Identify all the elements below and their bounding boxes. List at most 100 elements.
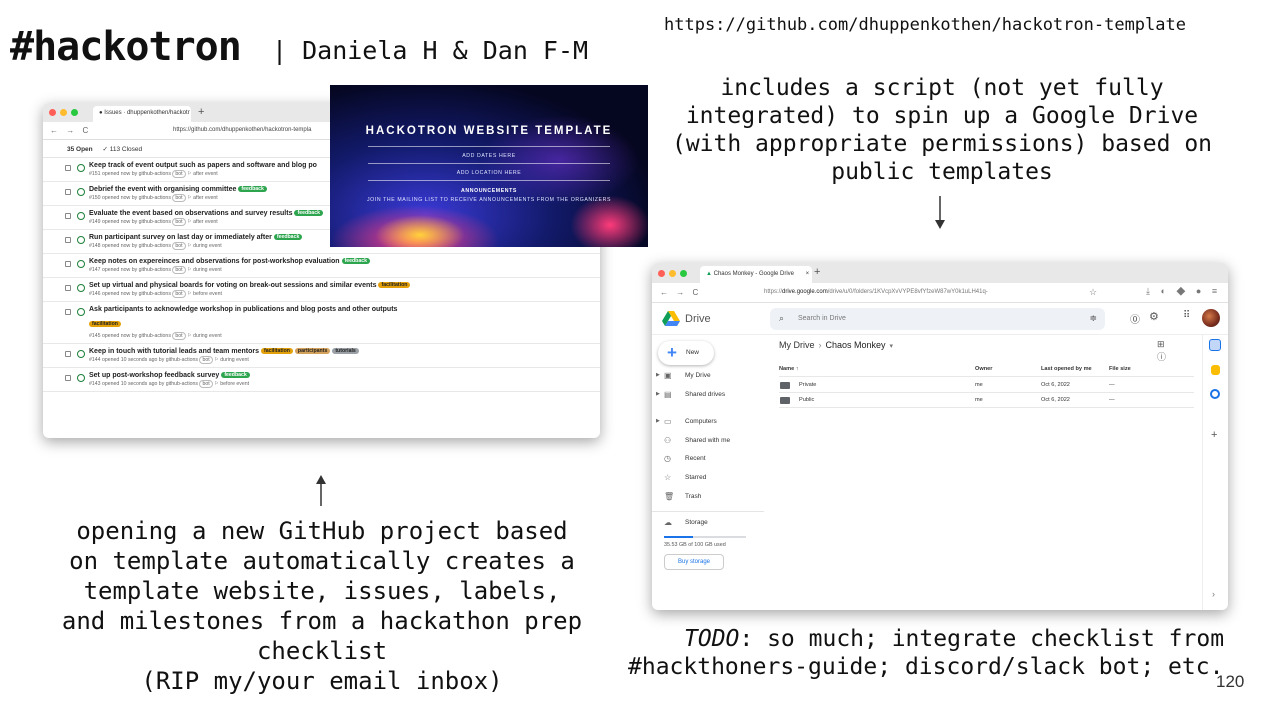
search-options-icon[interactable]: ≑ [1089,313,1097,323]
issue-row[interactable]: Set up virtual and physical boards for v… [43,278,600,302]
help-icon[interactable]: ⓪ [1130,315,1140,326]
view-toggle-icons[interactable]: ⊞ ⓘ [1157,339,1177,362]
issue-row[interactable]: Keep track of event output such as paper… [43,158,600,182]
issue-label[interactable]: feedback [294,210,323,216]
column-owner[interactable]: Owner [975,366,993,372]
issue-milestone[interactable]: after event [193,171,218,177]
issue-label[interactable]: participants [294,348,331,354]
maximize-window-dot[interactable] [680,270,687,277]
issue-row[interactable]: Keep in touch with tutorial leads and te… [43,344,600,368]
row-name[interactable]: Public [799,397,815,403]
apps-grid-icon[interactable]: ⠿ [1183,310,1191,321]
issue-milestone[interactable]: during event [193,267,222,273]
minimize-window-dot[interactable] [669,270,676,277]
sidebar-item-starred[interactable]: ☆ Starred [652,473,764,486]
issue-row[interactable]: Keep notes on expereinces and observatio… [43,254,600,278]
new-tab-button[interactable]: + [198,106,205,118]
issue-label[interactable]: facilitation [89,321,121,327]
issue-title[interactable]: Run participant survey on last day or im… [89,234,272,241]
row-name[interactable]: Private [799,382,817,388]
expand-icon[interactable]: ▶ [656,391,660,397]
buy-storage-button[interactable]: Buy storage [664,554,724,570]
issue-checkbox[interactable] [65,189,71,195]
column-name[interactable]: Name ↑ [779,366,799,372]
issue-row[interactable]: Debrief the event with organising commit… [43,182,600,206]
minimize-window-dot[interactable] [60,109,67,116]
sidebar-item-storage[interactable]: ☁ Storage [652,518,764,531]
add-addon-icon[interactable]: + [1211,429,1218,441]
issue-label[interactable]: facilitation [378,282,411,288]
issue-milestone[interactable]: before event [193,291,222,297]
close-tab-icon[interactable]: × [805,271,810,277]
issue-title[interactable]: Keep in touch with tutorial leads and te… [89,348,259,355]
issue-milestone[interactable]: during event [220,357,249,363]
issue-checkbox[interactable] [65,237,71,243]
new-tab-button[interactable]: + [814,266,821,278]
sidebar-item-my-drive[interactable]: ▶ ▣ My Drive [652,371,764,384]
issue-checkbox[interactable] [65,375,71,381]
issue-checkbox[interactable] [65,213,71,219]
browser-tab-drive[interactable]: ▲ Chaos Monkey - Google Drive × [700,266,812,283]
sidebar-item-recent[interactable]: ◷ Recent [652,454,764,467]
issue-label[interactable]: feedback [221,372,250,378]
issue-title[interactable]: Keep track of event output such as paper… [89,162,317,169]
issue-title[interactable]: Keep notes on expereinces and observatio… [89,258,340,265]
sidebar-item-trash[interactable]: 🗑 Trash [652,492,764,505]
sidebar-item-computers[interactable]: ▶ ▭ Computers [652,417,764,430]
issue-checkbox[interactable] [65,165,71,171]
drive-search-input[interactable]: ⌕ Search in Drive ≑ [770,308,1105,330]
issue-title[interactable]: Evaluate the event based on observations… [89,210,293,217]
website-mailing-list[interactable]: JOIN THE MAILING LIST TO RECEIVE ANNOUNC… [366,197,612,203]
maximize-window-dot[interactable] [71,109,78,116]
calendar-icon[interactable] [1209,339,1221,351]
issue-title[interactable]: Debrief the event with organising commit… [89,186,237,193]
nav-buttons[interactable]: ← → C [50,126,92,135]
close-window-dot[interactable] [49,109,56,116]
issue-row[interactable]: Run participant survey on last day or im… [43,230,600,254]
drive-app-name[interactable]: Drive [685,313,711,325]
extension-icons[interactable]: ⤓ ◐ ◆ ● ≡ [1146,286,1222,296]
issue-milestone[interactable]: after event [193,195,218,201]
issue-milestone[interactable]: before event [220,381,250,387]
keep-icon[interactable] [1211,365,1220,375]
closed-issues-count[interactable]: ✓ 113 Closed [102,146,143,153]
chevron-down-icon[interactable]: ▾ [889,343,894,350]
issue-row[interactable]: Evaluate the event based on observations… [43,206,600,230]
gear-icon[interactable]: ⚙ [1149,311,1159,323]
issue-label[interactable]: facilitation [260,348,293,354]
issue-checkbox[interactable] [65,285,71,291]
sidebar-item-shared-with-me[interactable]: ⚇ Shared with me [652,436,764,449]
issue-title[interactable]: Set up post-workshop feedback survey [89,372,220,379]
sidebar-item-shared-drives[interactable]: ▶ ▤ Shared drives [652,390,764,403]
issue-checkbox[interactable] [65,309,71,315]
issue-milestone[interactable]: during event [193,333,222,339]
issue-checkbox[interactable] [65,351,71,357]
issue-label[interactable]: feedback [273,234,303,240]
issue-label[interactable]: feedback [238,186,267,192]
issue-title[interactable]: Set up virtual and physical boards for v… [89,282,377,289]
bookmark-star-icon[interactable]: ☆ [1089,287,1098,297]
issue-row[interactable]: Ask participants to acknowledge workshop… [43,302,600,344]
new-button[interactable]: + New [658,341,714,365]
issue-milestone[interactable]: during event [193,243,222,249]
url-field[interactable]: https://drive.google.com/drive/u/0/folde… [764,289,988,295]
issue-label[interactable]: tutorials [332,348,359,354]
column-file-size[interactable]: File size [1109,366,1131,372]
chevron-right-icon[interactable]: › [1212,589,1215,599]
tasks-icon[interactable] [1210,389,1220,399]
close-window-dot[interactable] [658,270,665,277]
expand-icon[interactable]: ▶ [656,418,660,424]
breadcrumb-current[interactable]: Chaos Monkey [825,340,886,350]
issue-milestone[interactable]: after event [193,219,218,225]
avatar[interactable] [1202,309,1220,327]
browser-tab-issues[interactable]: ● Issues · dhuppenkothen/hackotr [93,106,191,122]
nav-buttons[interactable]: ← → C [660,288,702,297]
issue-label[interactable]: feedback [341,258,370,264]
column-last-opened[interactable]: Last opened by me [1041,366,1092,372]
open-issues-count[interactable]: 35 Open [67,146,93,153]
expand-icon[interactable]: ▶ [656,372,660,378]
breadcrumb-root[interactable]: My Drive [779,340,815,350]
url-field[interactable]: https://github.com/dhuppenkothen/hackotr… [173,127,312,133]
issue-checkbox[interactable] [65,261,71,267]
